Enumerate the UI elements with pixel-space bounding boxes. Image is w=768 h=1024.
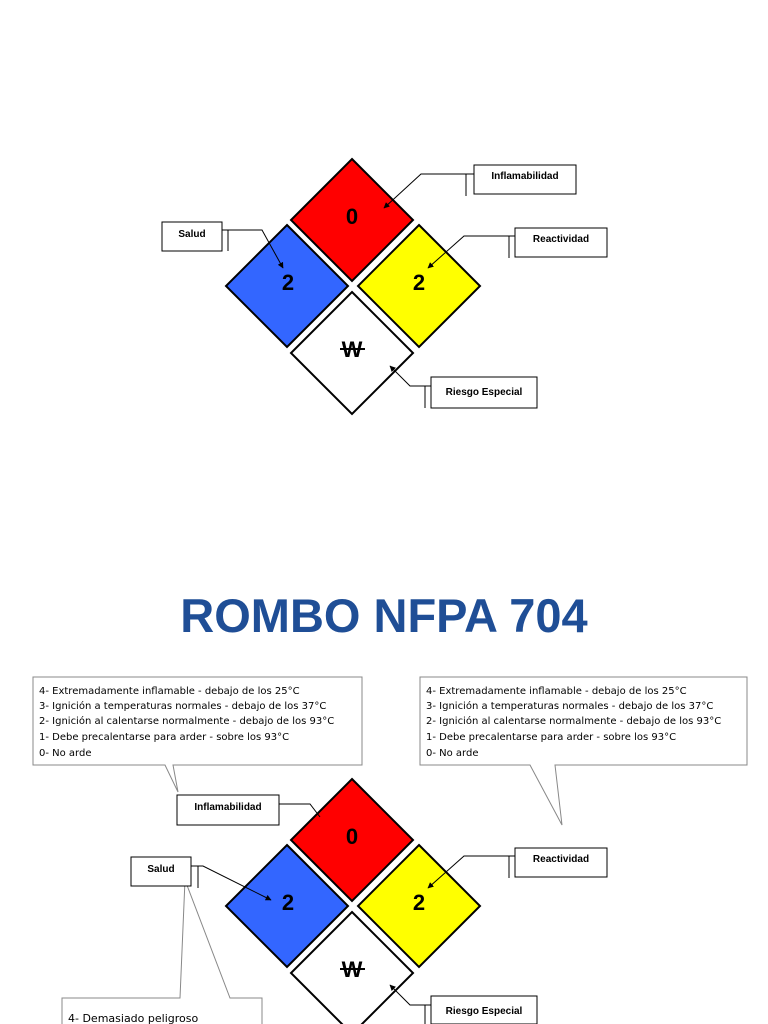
special-label: Riesgo Especial — [446, 387, 523, 398]
callout-right: 4- Extremadamente inflamable - debajo de… — [419, 676, 748, 826]
callout-right-line-4: 1- Debe precalentarse para arder - sobre… — [426, 732, 676, 743]
health-value: 2 — [282, 890, 294, 915]
callout-right-line-1: 4- Extremadamente inflamable - debajo de… — [426, 686, 687, 697]
callout-left-line-2: 3- Ignición a temperaturas normales - de… — [39, 700, 326, 712]
health-value: 2 — [282, 270, 294, 295]
flammability-connector — [465, 173, 474, 196]
health-arrow — [228, 229, 284, 269]
health-label-box — [130, 856, 192, 887]
callout-left-shape — [32, 676, 363, 793]
callout-left-line-4: 1- Debe precalentarse para arder - sobre… — [39, 732, 289, 743]
health-label-box — [161, 221, 223, 252]
callout-left: 4- Extremadamente inflamable - debajo de… — [32, 676, 363, 793]
health-label: Salud — [147, 864, 174, 875]
reactivity-label: Reactividad — [533, 854, 589, 865]
flammability-connector — [279, 803, 321, 818]
reactivity-connector — [508, 235, 515, 258]
reactivity-value: 2 — [413, 890, 425, 915]
reactivity-arrow — [427, 855, 509, 889]
special-arrow — [389, 984, 425, 1006]
callout-right-line-2: 3- Ignición a temperaturas normales - de… — [426, 700, 713, 712]
special-connector — [424, 1004, 431, 1024]
flammability-label-box — [473, 164, 577, 195]
reactivity-label-box — [514, 227, 608, 258]
reactivity-label-box — [514, 847, 608, 878]
special-diamond — [289, 290, 415, 416]
health-diamond — [224, 843, 350, 969]
flammability-arrow — [383, 173, 466, 209]
reactivity-connector — [508, 855, 515, 878]
health-diamond — [224, 223, 350, 349]
health-label: Salud — [178, 229, 205, 240]
callout-health-shape — [61, 879, 263, 1024]
flammability-diamond — [289, 777, 415, 903]
flammability-label: Inflamabilidad — [194, 802, 261, 813]
callout-health: 4- Demasiado peligroso — [61, 879, 263, 1024]
callout-right-line-3: 2- Ignición al calentarse normalmente - … — [426, 715, 721, 727]
callout-left-line-1: 4- Extremadamente inflamable - debajo de… — [39, 686, 300, 697]
reactivity-value: 2 — [413, 270, 425, 295]
special-label: Riesgo Especial — [446, 1006, 523, 1017]
diamond-bottom: 0 2 2 W Inflamabilidad Salud Reactividad… — [130, 777, 608, 1024]
callout-right-shape — [419, 676, 748, 826]
reactivity-arrow — [427, 235, 509, 269]
diamond-top: 0 2 2 W Inflamabilidad Salud Reactividad… — [161, 157, 608, 416]
flammability-label-box — [176, 794, 280, 826]
special-connector — [424, 385, 431, 408]
flammability-value: 0 — [346, 204, 358, 229]
special-label-box — [430, 995, 538, 1024]
page-title: ROMBO NFPA 704 — [180, 589, 588, 642]
reactivity-diamond — [356, 843, 482, 969]
callout-left-line-3: 2- Ignición al calentarse normalmente - … — [39, 715, 334, 727]
health-arrow — [198, 865, 272, 901]
callout-health-line-1: 4- Demasiado peligroso — [68, 1012, 198, 1024]
callout-left-line-5: 0- No arde — [39, 748, 92, 759]
reactivity-label: Reactividad — [533, 234, 589, 245]
special-label-box — [430, 376, 538, 409]
health-connector — [191, 865, 199, 888]
special-arrow — [389, 365, 425, 387]
flammability-label: Inflamabilidad — [491, 171, 558, 182]
reactivity-diamond — [356, 223, 482, 349]
flammability-value: 0 — [346, 824, 358, 849]
health-connector — [222, 229, 229, 251]
callout-right-line-5: 0- No arde — [426, 748, 479, 759]
